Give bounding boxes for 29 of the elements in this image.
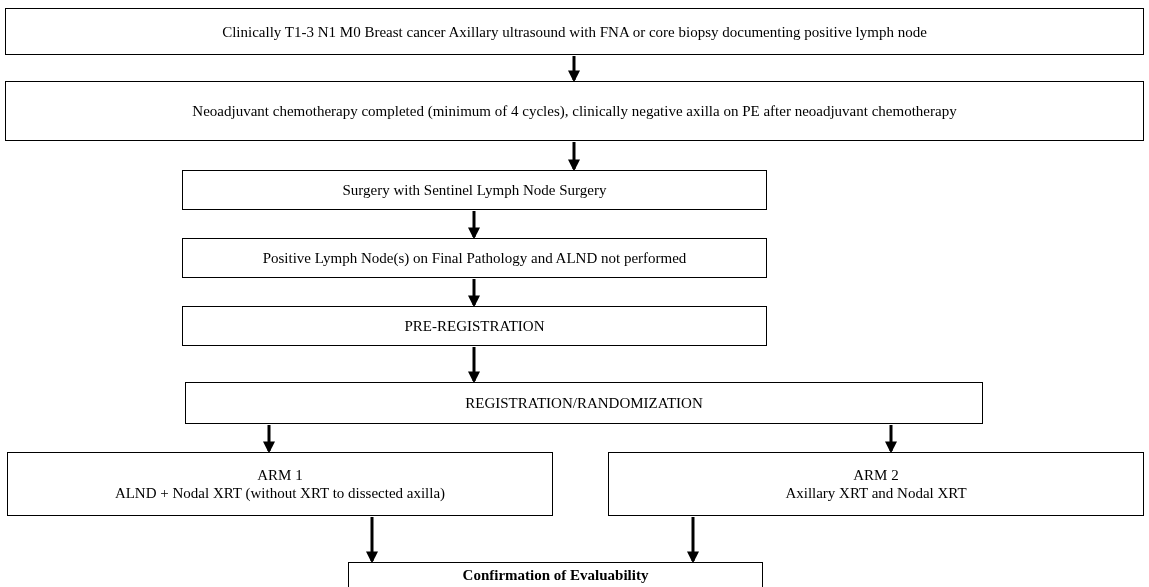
process-box — [7, 452, 553, 516]
process-box — [182, 306, 767, 346]
box-text: REGISTRATION/RANDOMIZATION — [465, 394, 703, 412]
box-text: Neoadjuvant chemotherapy completed (minimum of 4 cycles), clinically negative axilla on PE after neoadjuvant chemotherapy — [192, 102, 957, 120]
process-box — [182, 238, 767, 278]
arm-heading: ARM 1 — [257, 466, 303, 484]
arm-heading: ARM 2 — [853, 466, 899, 484]
arrow — [687, 517, 699, 564]
arrow — [568, 56, 580, 83]
arrow — [263, 425, 275, 454]
box-text: PRE-REGISTRATION — [404, 317, 545, 335]
process-box — [185, 382, 983, 424]
process-box — [182, 170, 767, 210]
process-box — [608, 452, 1144, 516]
arrow — [568, 142, 580, 172]
box-text: Surgery with Sentinel Lymph Node Surgery — [342, 181, 607, 199]
arrow — [468, 211, 480, 240]
box-text: Positive Lymph Node(s) on Final Pathology and ALND not performed — [262, 249, 687, 267]
box-text: ALND + Nodal XRT (without XRT to dissected axilla) — [114, 484, 446, 502]
arrow — [885, 425, 897, 454]
box-text: Clinically T1-3 N1 M0 Breast cancer Axillary ultrasound with FNA or core biopsy documenting positive lymph node — [222, 22, 927, 41]
arrow — [468, 279, 480, 308]
process-box — [5, 8, 1144, 55]
box-text: Confirmation of Evaluability — [462, 566, 649, 584]
process-box — [348, 562, 763, 587]
process-box — [5, 81, 1144, 141]
arrow — [468, 347, 480, 384]
arrow — [366, 517, 378, 564]
box-text: Axillary XRT and Nodal XRT — [785, 484, 967, 502]
